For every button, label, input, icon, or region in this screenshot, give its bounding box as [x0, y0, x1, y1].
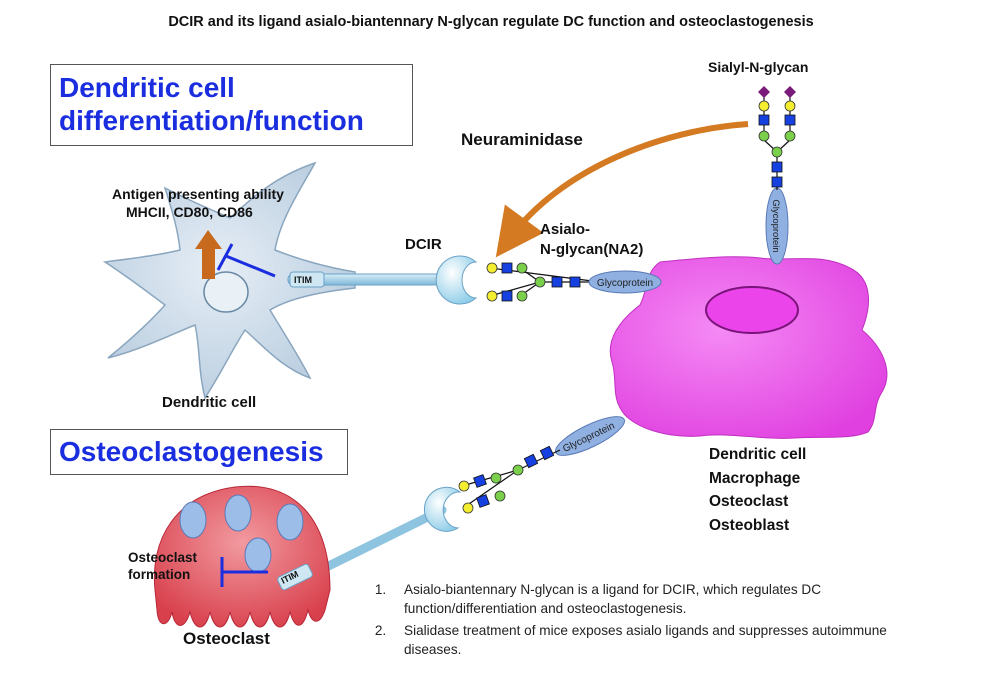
note-item: Sialidase treatment of mice exposes asia…	[390, 621, 910, 659]
cell-type-item: Dendritic cell	[709, 446, 807, 463]
cell-type-item: Osteoblast	[709, 516, 790, 534]
asialo-glycan-bottom	[458, 445, 561, 514]
cell-type-item: Osteoclast	[709, 493, 789, 510]
itim-label-top: ITIM	[294, 275, 312, 285]
cell-types-list: Dendritic cell Macrophage Osteoclast Ost…	[709, 443, 806, 537]
cell-type-item: Macrophage	[709, 469, 801, 487]
glycoprotein-top-label: Glycoprotein	[597, 278, 653, 289]
notes-list: Asialo-biantennary N-glycan is a ligand …	[350, 580, 910, 662]
osteoclast-label: Osteoclast	[183, 629, 270, 648]
osteoclast-nucleus-2	[224, 494, 252, 532]
dc-section-heading: Dendritic cell differentiation/function	[50, 64, 413, 146]
osteoclast-formation-line2: formation	[128, 567, 191, 582]
dendritic-cell-label: Dendritic cell	[162, 394, 257, 411]
osteoclast-nucleus-4	[244, 537, 272, 573]
note-item: Asialo-biantennary N-glycan is a ligand …	[390, 580, 910, 618]
target-cell-nucleus	[705, 286, 799, 334]
neuraminidase-label: Neuraminidase	[461, 130, 583, 149]
glycoprotein-bottom	[555, 416, 625, 456]
antigen-label-line2: MHCII, CD80, CD86	[126, 204, 253, 220]
inhibition-symbol-bottom	[220, 557, 268, 587]
dcir-receptor-bottom	[423, 486, 462, 532]
itim-box-top	[289, 271, 325, 288]
antigen-label-line1: Antigen presenting ability	[112, 186, 284, 202]
osteo-section-heading: Osteoclastogenesis	[50, 429, 348, 475]
dc-heading-line1: Dendritic cell	[59, 72, 235, 103]
osteoclast-nucleus-3	[276, 503, 304, 541]
glycoprotein-vertical-label: Glycoprotein	[770, 199, 781, 252]
sialyl-glycan	[758, 86, 796, 190]
asialo-label-line1: Asialo-	[540, 221, 591, 238]
dcir-receptor-top	[435, 255, 478, 305]
glycoprotein-top	[588, 270, 662, 294]
dc-heading-line2: differentiation/function	[59, 105, 364, 136]
osteoclast-nucleus-1	[179, 501, 207, 539]
inhibition-symbol-top	[216, 243, 276, 278]
dendritic-cell-nucleus	[203, 271, 249, 313]
dcir-label: DCIR	[405, 236, 442, 253]
figure-title: DCIR and its ligand asialo-biantennary N…	[168, 14, 814, 30]
upregulation-arrow	[195, 230, 222, 279]
target-cell-body	[609, 256, 888, 439]
sialyl-glycan-label: Sialyl-N-glycan	[708, 59, 809, 75]
itim-box-bottom	[277, 563, 313, 591]
asialo-glycan-top	[486, 262, 601, 302]
neuraminidase-arrow	[495, 121, 749, 258]
asialo-label-line2: N-glycan(NA2)	[540, 241, 644, 258]
osteoclast-formation-line1: Osteoclast	[128, 550, 198, 565]
